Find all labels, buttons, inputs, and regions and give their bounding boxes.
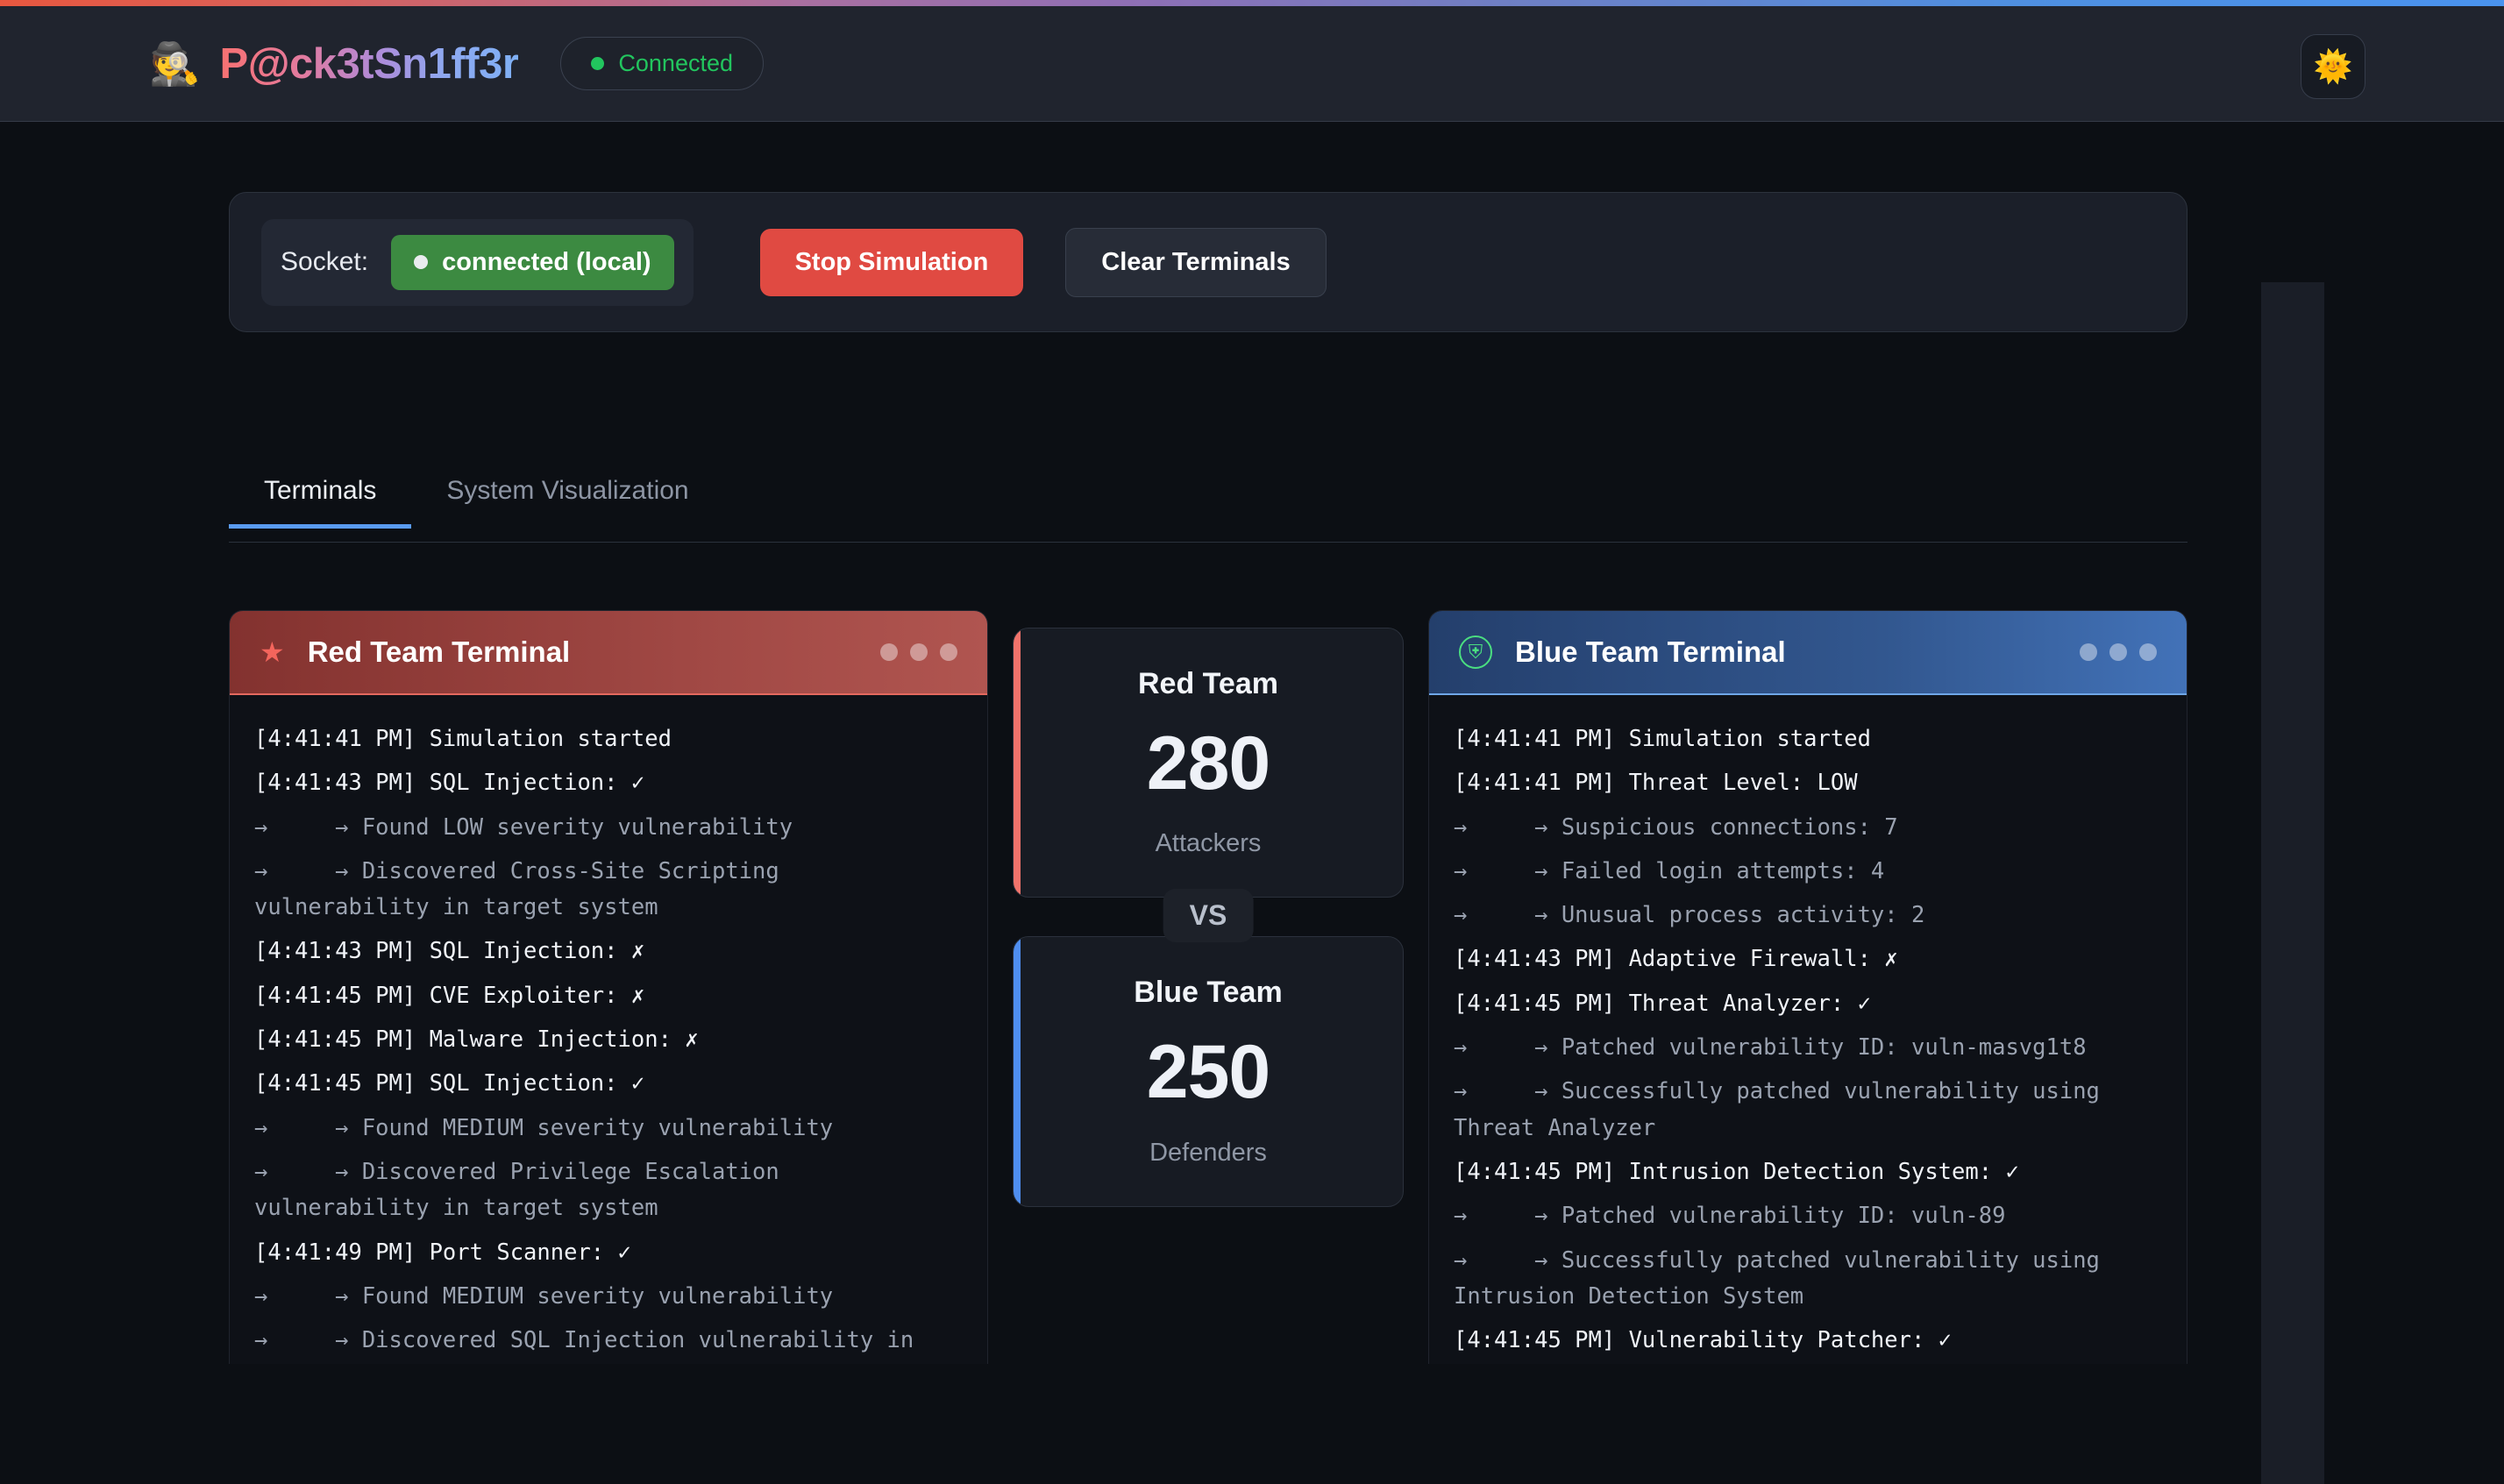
log-line: [4:41:41 PM] Threat Level: LOW [1454, 770, 1858, 797]
window-dot-1-icon [880, 643, 898, 661]
red-team-terminal: ★ Red Team Terminal [4:41:41 PM] Simulat… [229, 610, 988, 1364]
log-subline: → → Discovered Cross-Site Scripting vuln… [254, 857, 793, 921]
page-scrollbar-thumb[interactable] [2261, 282, 2324, 1484]
red-terminal-log[interactable]: [4:41:41 PM] Simulation started [4:41:43 … [230, 695, 987, 1364]
top-accent-bar [0, 0, 2504, 6]
blue-terminal-log[interactable]: [4:41:41 PM] Simulation started [4:41:41 … [1429, 695, 2187, 1364]
page-body: Socket: connected (local) Stop Simulatio… [0, 122, 2504, 1484]
red-terminal-title: Red Team Terminal [307, 635, 571, 668]
log-line: [4:41:45 PM] Malware Injection: ✗ [254, 1026, 699, 1054]
window-dot-2-icon [2109, 643, 2127, 661]
log-subline: → → Failed login attempts: 4 [1454, 857, 1885, 884]
log-subline: → → Suspicious connections: 7 [1454, 813, 1898, 841]
blue-terminal-title: Blue Team Terminal [1515, 635, 1786, 668]
log-line: [4:41:43 PM] SQL Injection: ✗ [254, 938, 645, 965]
socket-label: Socket: [281, 247, 369, 276]
window-dots-icon[interactable] [880, 643, 957, 661]
socket-status-text: connected (local) [442, 247, 651, 276]
log-line: [4:41:45 PM] Vulnerability Patcher: ✓ [1454, 1327, 1953, 1354]
log-line: [4:41:41 PM] Simulation started [1454, 726, 1871, 752]
tab-terminals[interactable]: Terminals [229, 464, 411, 529]
red-team-role: Attackers [1155, 829, 1262, 858]
connection-status-badge: Connected [560, 37, 764, 90]
log-subline: → → Found MEDIUM severity vulnerability [254, 1114, 834, 1141]
log-line: [4:41:43 PM] SQL Injection: ✓ [254, 770, 645, 797]
log-line: [4:41:45 PM] Threat Analyzer: ✓ [1454, 990, 1871, 1017]
tab-system-visualization[interactable]: System Visualization [411, 464, 723, 529]
log-subline: → → Discovered SQL Injection vulnerabili… [254, 1327, 914, 1364]
log-line: [4:41:45 PM] Intrusion Detection System:… [1454, 1158, 2019, 1185]
vs-badge: VS [1163, 889, 1254, 942]
shield-icon: ⛨ [1459, 635, 1492, 669]
window-dot-2-icon [910, 643, 928, 661]
log-subline: → → Found LOW severity vulnerability [254, 813, 793, 841]
log-subline: → → Successfully patched vulnerability u… [1454, 1078, 2114, 1141]
terminals-grid: ★ Red Team Terminal [4:41:41 PM] Simulat… [229, 610, 2187, 1364]
blue-terminal-header: ⛨ Blue Team Terminal [1429, 611, 2187, 695]
blue-team-score-card: Blue Team 250 Defenders [1013, 936, 1404, 1207]
page-title: P@ck3tSn1ff3r [219, 39, 519, 88]
socket-status-badge: connected (local) [391, 234, 674, 290]
log-line: [4:41:43 PM] Adaptive Firewall: ✗ [1454, 946, 1898, 973]
log-line: [4:41:49 PM] Port Scanner: ✓ [254, 1239, 631, 1266]
theme-toggle-button[interactable]: 🌞 [2301, 34, 2365, 99]
simulation-control-bar: Socket: connected (local) Stop Simulatio… [229, 192, 2187, 332]
status-dot-icon [591, 57, 605, 70]
tab-bar: Terminals System Visualization [229, 464, 2187, 543]
log-line: [4:41:45 PM] CVE Exploiter: ✗ [254, 982, 645, 1009]
sun-icon: 🌞 [2313, 48, 2353, 84]
window-dot-3-icon [2139, 643, 2157, 661]
scoreboard: Red Team 280 Attackers VS Blue Team 250 … [1013, 610, 1404, 1364]
app-header: 🕵️ P@ck3tSn1ff3r Connected 🌞 [0, 6, 2504, 122]
log-subline: → → Patched vulnerability ID: vuln-89 [1454, 1203, 2006, 1230]
blue-team-score: 250 [1146, 1030, 1271, 1115]
brand: 🕵️ P@ck3tSn1ff3r [149, 39, 519, 89]
window-dot-1-icon [2080, 643, 2097, 661]
log-subline: → → Found MEDIUM severity vulnerability [254, 1282, 834, 1310]
clear-terminals-button[interactable]: Clear Terminals [1065, 227, 1327, 297]
connection-status-label: Connected [618, 50, 733, 76]
socket-dot-icon [414, 255, 429, 269]
blue-team-role: Defenders [1149, 1138, 1267, 1167]
socket-status-group: Socket: connected (local) [261, 218, 694, 306]
stop-simulation-button[interactable]: Stop Simulation [759, 228, 1024, 296]
red-terminal-header: ★ Red Team Terminal [230, 611, 987, 695]
window-dot-3-icon [940, 643, 957, 661]
log-line: [4:41:41 PM] Simulation started [254, 726, 672, 752]
red-team-score-card: Red Team 280 Attackers [1013, 628, 1404, 898]
blue-team-terminal: ⛨ Blue Team Terminal [4:41:41 PM] Simula… [1428, 610, 2187, 1364]
log-subline: → → Discovered Privilege Escalation vuln… [254, 1158, 793, 1222]
window-dots-icon[interactable] [2080, 643, 2157, 661]
log-line: [4:41:45 PM] SQL Injection: ✓ [254, 1070, 645, 1097]
red-team-name: Red Team [1138, 667, 1278, 700]
blue-team-name: Blue Team [1134, 976, 1283, 1010]
log-subline: → → Successfully patched vulnerability u… [1454, 1246, 2114, 1310]
star-icon: ★ [260, 636, 285, 668]
log-subline: → → Patched vulnerability ID: vuln-masvg… [1454, 1034, 2087, 1062]
log-subline: → → Unusual process activity: 2 [1454, 902, 1925, 929]
detective-icon: 🕵️ [149, 40, 201, 87]
red-team-score: 280 [1146, 721, 1271, 806]
